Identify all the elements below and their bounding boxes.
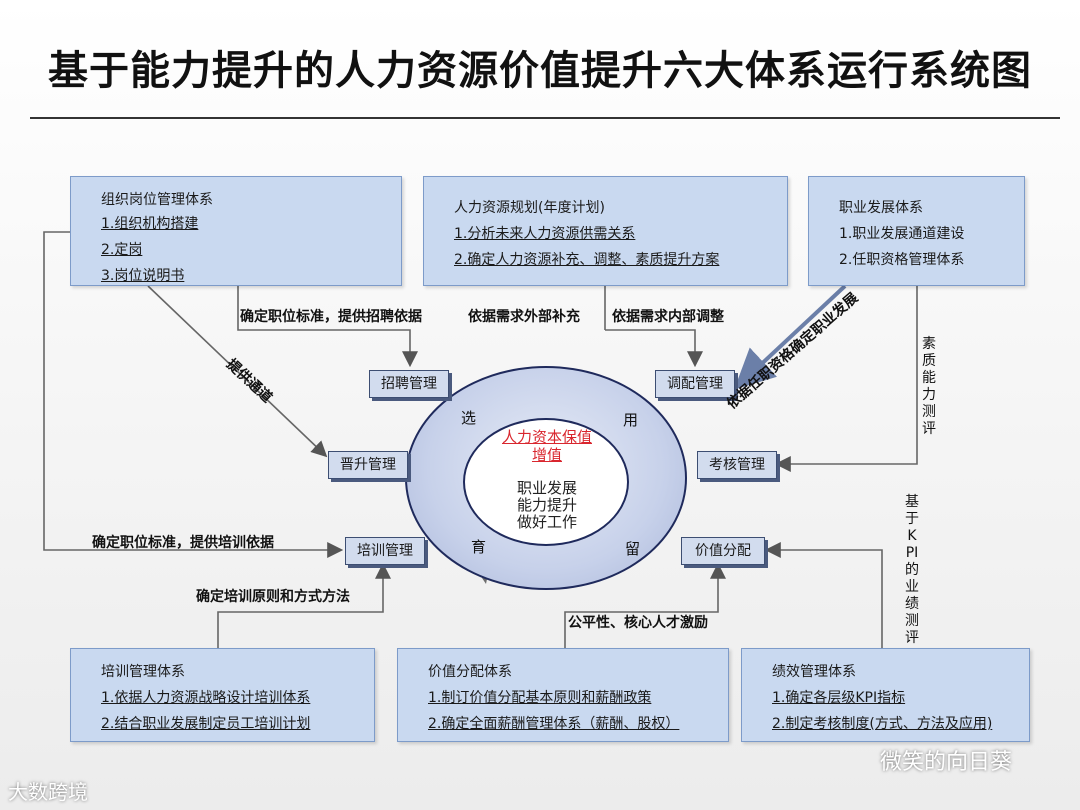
career-system-header: 职业发展体系 <box>839 200 923 216</box>
watermark-right: 微笑的向日葵 <box>880 750 1013 775</box>
stage-use: 用 <box>623 411 639 429</box>
line-training-to-train <box>217 562 391 648</box>
page-title: 基于能力提升的人力资源价值提升六大体系运行系统图 <box>48 48 1032 94</box>
hr-planning-header: 人力资源规划(年度计划) <box>454 200 605 216</box>
core-center-line: 能力提升 <box>516 496 577 514</box>
label-kpi-eval: 基于KPI的业绩测评 <box>905 494 919 646</box>
value-system-item: 2.确定全面薪酬管理体系（薪酬、股权） <box>428 716 680 732</box>
core-center-text: 职业发展 能力提升 做好工作 <box>495 480 599 531</box>
org-system-item: 3.岗位说明书 <box>101 268 185 284</box>
label-job-standard-train: 确定职位标准，提供培训依据 <box>92 535 274 551</box>
label-external-supply: 依据需求外部补充 <box>468 309 580 325</box>
line-career-to-assess <box>774 286 918 472</box>
stage-select: 选 <box>461 409 477 427</box>
org-system-item: 1.组织机构搭建 <box>101 216 199 232</box>
core-center-line: 职业发展 <box>516 479 577 497</box>
career-system-box: 职业发展体系 1.职业发展通道建设 2.任职资格管理体系 <box>808 176 1025 286</box>
line-org-to-train <box>43 231 344 558</box>
stage-retain: 留 <box>625 540 641 558</box>
line-org-to-promote <box>147 285 328 458</box>
stage-cultivate: 育 <box>471 538 487 556</box>
performance-system-item: 2.制定考核制度(方式、方法及应用) <box>772 716 993 732</box>
value-system-box: 价值分配体系 1.制订价值分配基本原则和薪酬政策 2.确定全面薪酬管理体系（薪酬… <box>397 648 729 742</box>
training-system-box: 培训管理体系 1.依据人力资源战略设计培训体系 2.结合职业发展制定员工培训计划 <box>70 648 375 742</box>
watermark-left: 大数跨境 <box>8 780 88 804</box>
hr-planning-item: 1.分析未来人力资源供需关系 <box>454 226 636 242</box>
module-promote: 晋升管理 <box>328 451 408 479</box>
value-system-item: 1.制订价值分配基本原则和薪酬政策 <box>428 690 652 706</box>
module-recruit: 招聘管理 <box>369 370 449 398</box>
module-assess: 考核管理 <box>697 451 777 479</box>
title-divider <box>30 117 1060 119</box>
training-system-header: 培训管理体系 <box>101 664 185 680</box>
performance-system-item: 1.确定各层级KPI指标 <box>772 690 906 706</box>
training-system-item: 1.依据人力资源战略设计培训体系 <box>101 690 311 706</box>
line-plan-to-allocate <box>605 329 703 368</box>
performance-system-box: 绩效管理体系 1.确定各层级KPI指标 2.制定考核制度(方式、方法及应用) <box>741 648 1030 742</box>
line-perf-to-distribute <box>764 542 883 648</box>
line-value-to-distribute <box>564 562 726 648</box>
module-train: 培训管理 <box>345 537 425 565</box>
training-system-item: 2.结合职业发展制定员工培训计划 <box>101 716 311 732</box>
hr-planning-item: 2.确定人力资源补充、调整、素质提升方案 <box>454 252 720 268</box>
line-career-to-allocate <box>734 284 847 390</box>
org-system-header: 组织岗位管理体系 <box>101 192 213 208</box>
org-system-box: 组织岗位管理体系 1.组织机构搭建 2.定岗 3.岗位说明书 <box>70 176 402 286</box>
performance-system-header: 绩效管理体系 <box>772 664 856 680</box>
career-system-item: 1.职业发展通道建设 <box>839 226 965 242</box>
label-job-standard-recruit: 确定职位标准，提供招聘依据 <box>240 309 422 325</box>
org-system-item: 2.定岗 <box>101 242 143 258</box>
hr-cycle-core <box>463 418 629 546</box>
career-system-item: 2.任职资格管理体系 <box>839 252 965 268</box>
hr-planning-box: 人力资源规划(年度计划) 1.分析未来人力资源供需关系 2.确定人力资源补充、调… <box>423 176 788 286</box>
value-system-header: 价值分配体系 <box>428 664 512 680</box>
module-allocate: 调配管理 <box>655 370 735 398</box>
label-fair-incentive: 公平性、核心人才激励 <box>568 615 708 631</box>
core-value-text: 人力资本保值增值 <box>501 428 592 464</box>
label-quality-eval: 素质能力测评 <box>922 336 936 437</box>
core-center-line: 做好工作 <box>516 513 577 531</box>
label-internal-adjust: 依据需求内部调整 <box>612 309 724 325</box>
line-org-to-recruit <box>237 286 418 368</box>
label-train-principle: 确定培训原则和方式方法 <box>196 589 350 605</box>
module-distribute: 价值分配 <box>681 537 765 565</box>
